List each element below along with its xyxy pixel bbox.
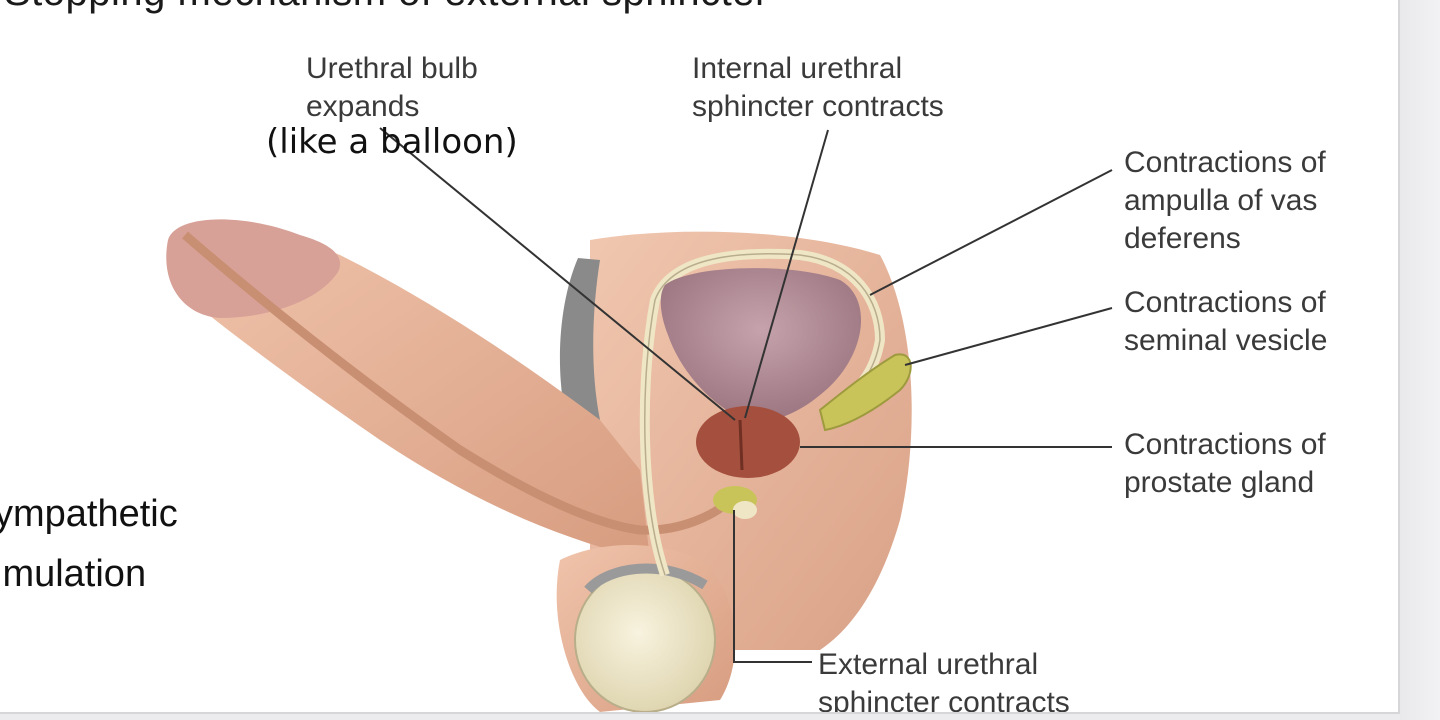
label-urethral-bulb: Urethral bulb expands (306, 52, 478, 123)
penile-urethra (182, 231, 734, 535)
testis (574, 567, 716, 712)
prostate-gland (696, 406, 800, 478)
handwritten-note: (like a balloon) (266, 122, 518, 162)
slide-title: Stopping mechanism of external sphincter (4, 0, 769, 15)
seminal-vesicle (818, 353, 912, 432)
label-prostate: Contractions of prostate gland (1124, 428, 1326, 499)
penis-shaft (175, 231, 650, 560)
leader-lines (379, 127, 1113, 663)
pubic-hair (559, 258, 600, 420)
reproductive-anatomy-diagram (166, 127, 1113, 712)
bladder (660, 268, 862, 422)
slide: Stopping mechanism of external sphincter (0, 0, 1400, 714)
label-internal-sphincter: Internal urethral sphincter contracts (692, 52, 944, 123)
label-ampulla: Contractions of ampulla of vas deferens (1124, 146, 1326, 255)
window-gutter (1400, 0, 1440, 720)
epididymis (584, 563, 708, 594)
side-text-sympathetic: ympathetic imulation (0, 493, 178, 595)
label-external-sphincter: External urethral sphincter contracts (818, 648, 1070, 714)
label-seminal-vesicle: Contractions of seminal vesicle (1124, 286, 1328, 357)
glans (166, 219, 341, 318)
